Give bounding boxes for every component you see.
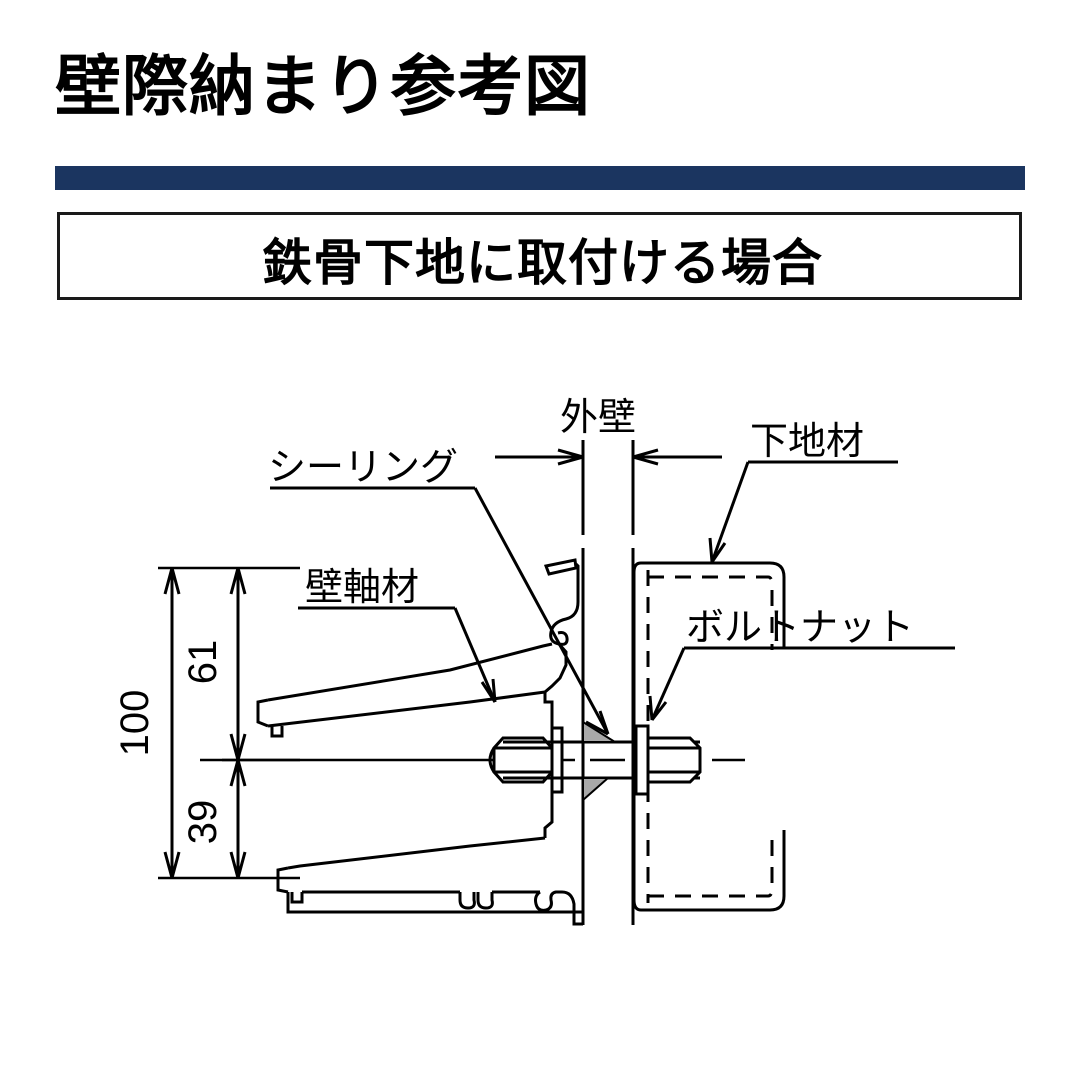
dimension-100: [163, 567, 181, 879]
steel-stud-channel: [632, 561, 786, 912]
leader-bolt-nut: [648, 646, 955, 721]
dimension-extension-lines: [158, 566, 300, 880]
dimension-upper-value: 61: [181, 640, 225, 685]
leader-base-material: [708, 460, 898, 563]
leader-wall-frame: [298, 606, 497, 703]
dimension-total-value: 100: [113, 690, 157, 757]
subtitle-text: 鉄骨下地に取付ける場合: [262, 235, 823, 291]
label-wall-frame: 壁軸材: [305, 567, 419, 609]
leader-sealing: [270, 486, 610, 736]
bolt-assembly: [488, 724, 702, 796]
dimension-61-39: [229, 567, 247, 879]
label-outer-wall: 外壁: [560, 397, 636, 439]
wall-bracket-profile: [256, 558, 583, 926]
dimension-lower-value: 39: [181, 800, 225, 845]
drawing-canvas: 外壁 シーリング 壁軸材 下地材 ボルトナット 100 61 39: [113, 397, 955, 926]
page-title: 壁際納まり参考図: [55, 49, 591, 123]
technical-drawing: 外壁 シーリング 壁軸材 下地材 ボルトナット 100 61 39: [0, 330, 1080, 970]
label-base-material: 下地材: [750, 421, 864, 463]
label-sealing: シーリング: [268, 447, 458, 489]
sealing-fill: [582, 720, 619, 803]
outer-wall-dimension: [495, 440, 722, 535]
label-bolt-nut: ボルトナット: [686, 607, 914, 649]
subtitle-box: 鉄骨下地に取付ける場合: [57, 212, 1022, 300]
title-rule-bar: [55, 166, 1025, 190]
